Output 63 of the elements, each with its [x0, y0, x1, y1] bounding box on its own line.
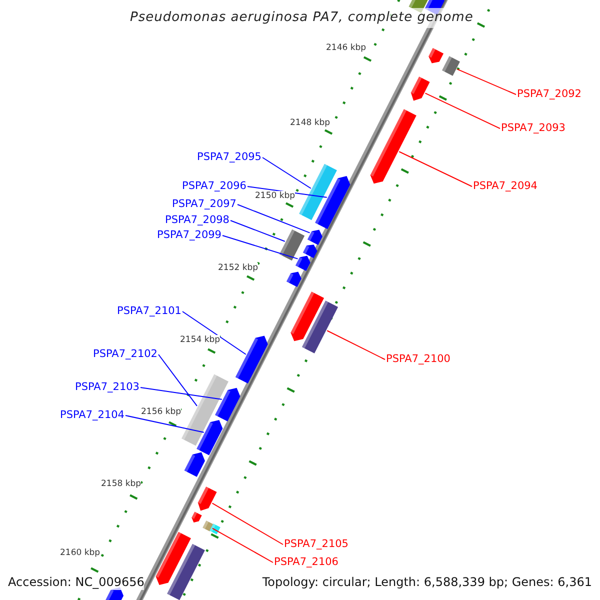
scale-label: 2146 kbp — [326, 43, 366, 54]
gene-block — [202, 520, 214, 532]
gene-pentagon — [295, 256, 310, 271]
scale-label: 2152 kbp — [218, 263, 258, 274]
gene-label: PSPA7_2103 — [75, 381, 140, 394]
gene-label: PSPA7_2106 — [274, 556, 338, 569]
gene-label: PSPA7_2092 — [517, 88, 582, 101]
gene-pentagon — [215, 388, 240, 422]
leader-line — [326, 330, 386, 360]
leader-line — [456, 68, 516, 95]
gene-label: PSPA7_2098 — [165, 214, 230, 227]
leader-line — [212, 528, 274, 563]
gene-pentagon — [410, 76, 430, 101]
gene-block — [442, 56, 460, 76]
gene-pentagon — [290, 292, 324, 342]
gene-pentagon — [184, 452, 205, 477]
gene-label: PSPA7_2105 — [284, 538, 348, 551]
gene-label: PSPA7_2097 — [172, 198, 236, 211]
gene-pentagon — [156, 532, 191, 585]
leader-line — [140, 387, 222, 400]
gene-label: PSPA7_2100 — [386, 353, 450, 366]
leader-line — [230, 220, 286, 242]
leader-line — [125, 415, 204, 433]
scale-label: 2154 kbp — [180, 335, 220, 346]
gene-pentagon — [302, 244, 318, 258]
gene-pentagon — [196, 420, 223, 456]
leader-line — [212, 502, 284, 545]
gene-label: PSPA7_2104 — [60, 409, 124, 422]
leader-line — [222, 235, 298, 260]
gene-pentagon — [192, 512, 202, 522]
gene-block — [210, 524, 220, 534]
scale-label: 2156 kbp — [141, 407, 182, 418]
scale-label: 2158 kbp — [101, 479, 142, 490]
gene-pentagon — [198, 486, 217, 511]
leader-line — [237, 204, 310, 234]
gene-pentagon — [370, 109, 416, 184]
gene-pentagon — [286, 272, 302, 287]
leader-line — [398, 151, 472, 187]
scale-label: 2148 kbp — [290, 118, 330, 129]
gene-block — [302, 300, 338, 354]
gene-label: PSPA7_2093 — [501, 122, 566, 135]
gene-block — [167, 544, 205, 600]
scale-label: 2160 kbp — [60, 548, 100, 559]
gene-pentagon — [428, 48, 444, 64]
gene-pentagon — [307, 230, 322, 245]
scale-label: 2150 kbp — [255, 191, 296, 202]
gene-pentagon — [235, 336, 268, 384]
genome-info-text: Topology: circular; Length: 6,588,339 bp; Genes: 6,361 — [262, 574, 592, 590]
gene-block — [182, 374, 228, 446]
gene-label: PSPA7_2102 — [93, 348, 158, 361]
leader-line — [158, 354, 198, 406]
gene-label: PSPA7_2094 — [473, 180, 538, 193]
gene-pentagon — [315, 176, 350, 230]
leader-line — [262, 157, 312, 189]
gene-label: PSPA7_2096 — [182, 180, 246, 193]
gene-pentagon — [104, 587, 124, 600]
leader-line — [182, 311, 246, 355]
gene-label: PSPA7_2099 — [157, 229, 222, 242]
gene-label: PSPA7_2101 — [117, 305, 182, 318]
gene-block — [279, 229, 305, 261]
gene-block — [299, 164, 337, 220]
leader-line — [424, 92, 500, 129]
gene-label: PSPA7_2095 — [197, 151, 262, 164]
